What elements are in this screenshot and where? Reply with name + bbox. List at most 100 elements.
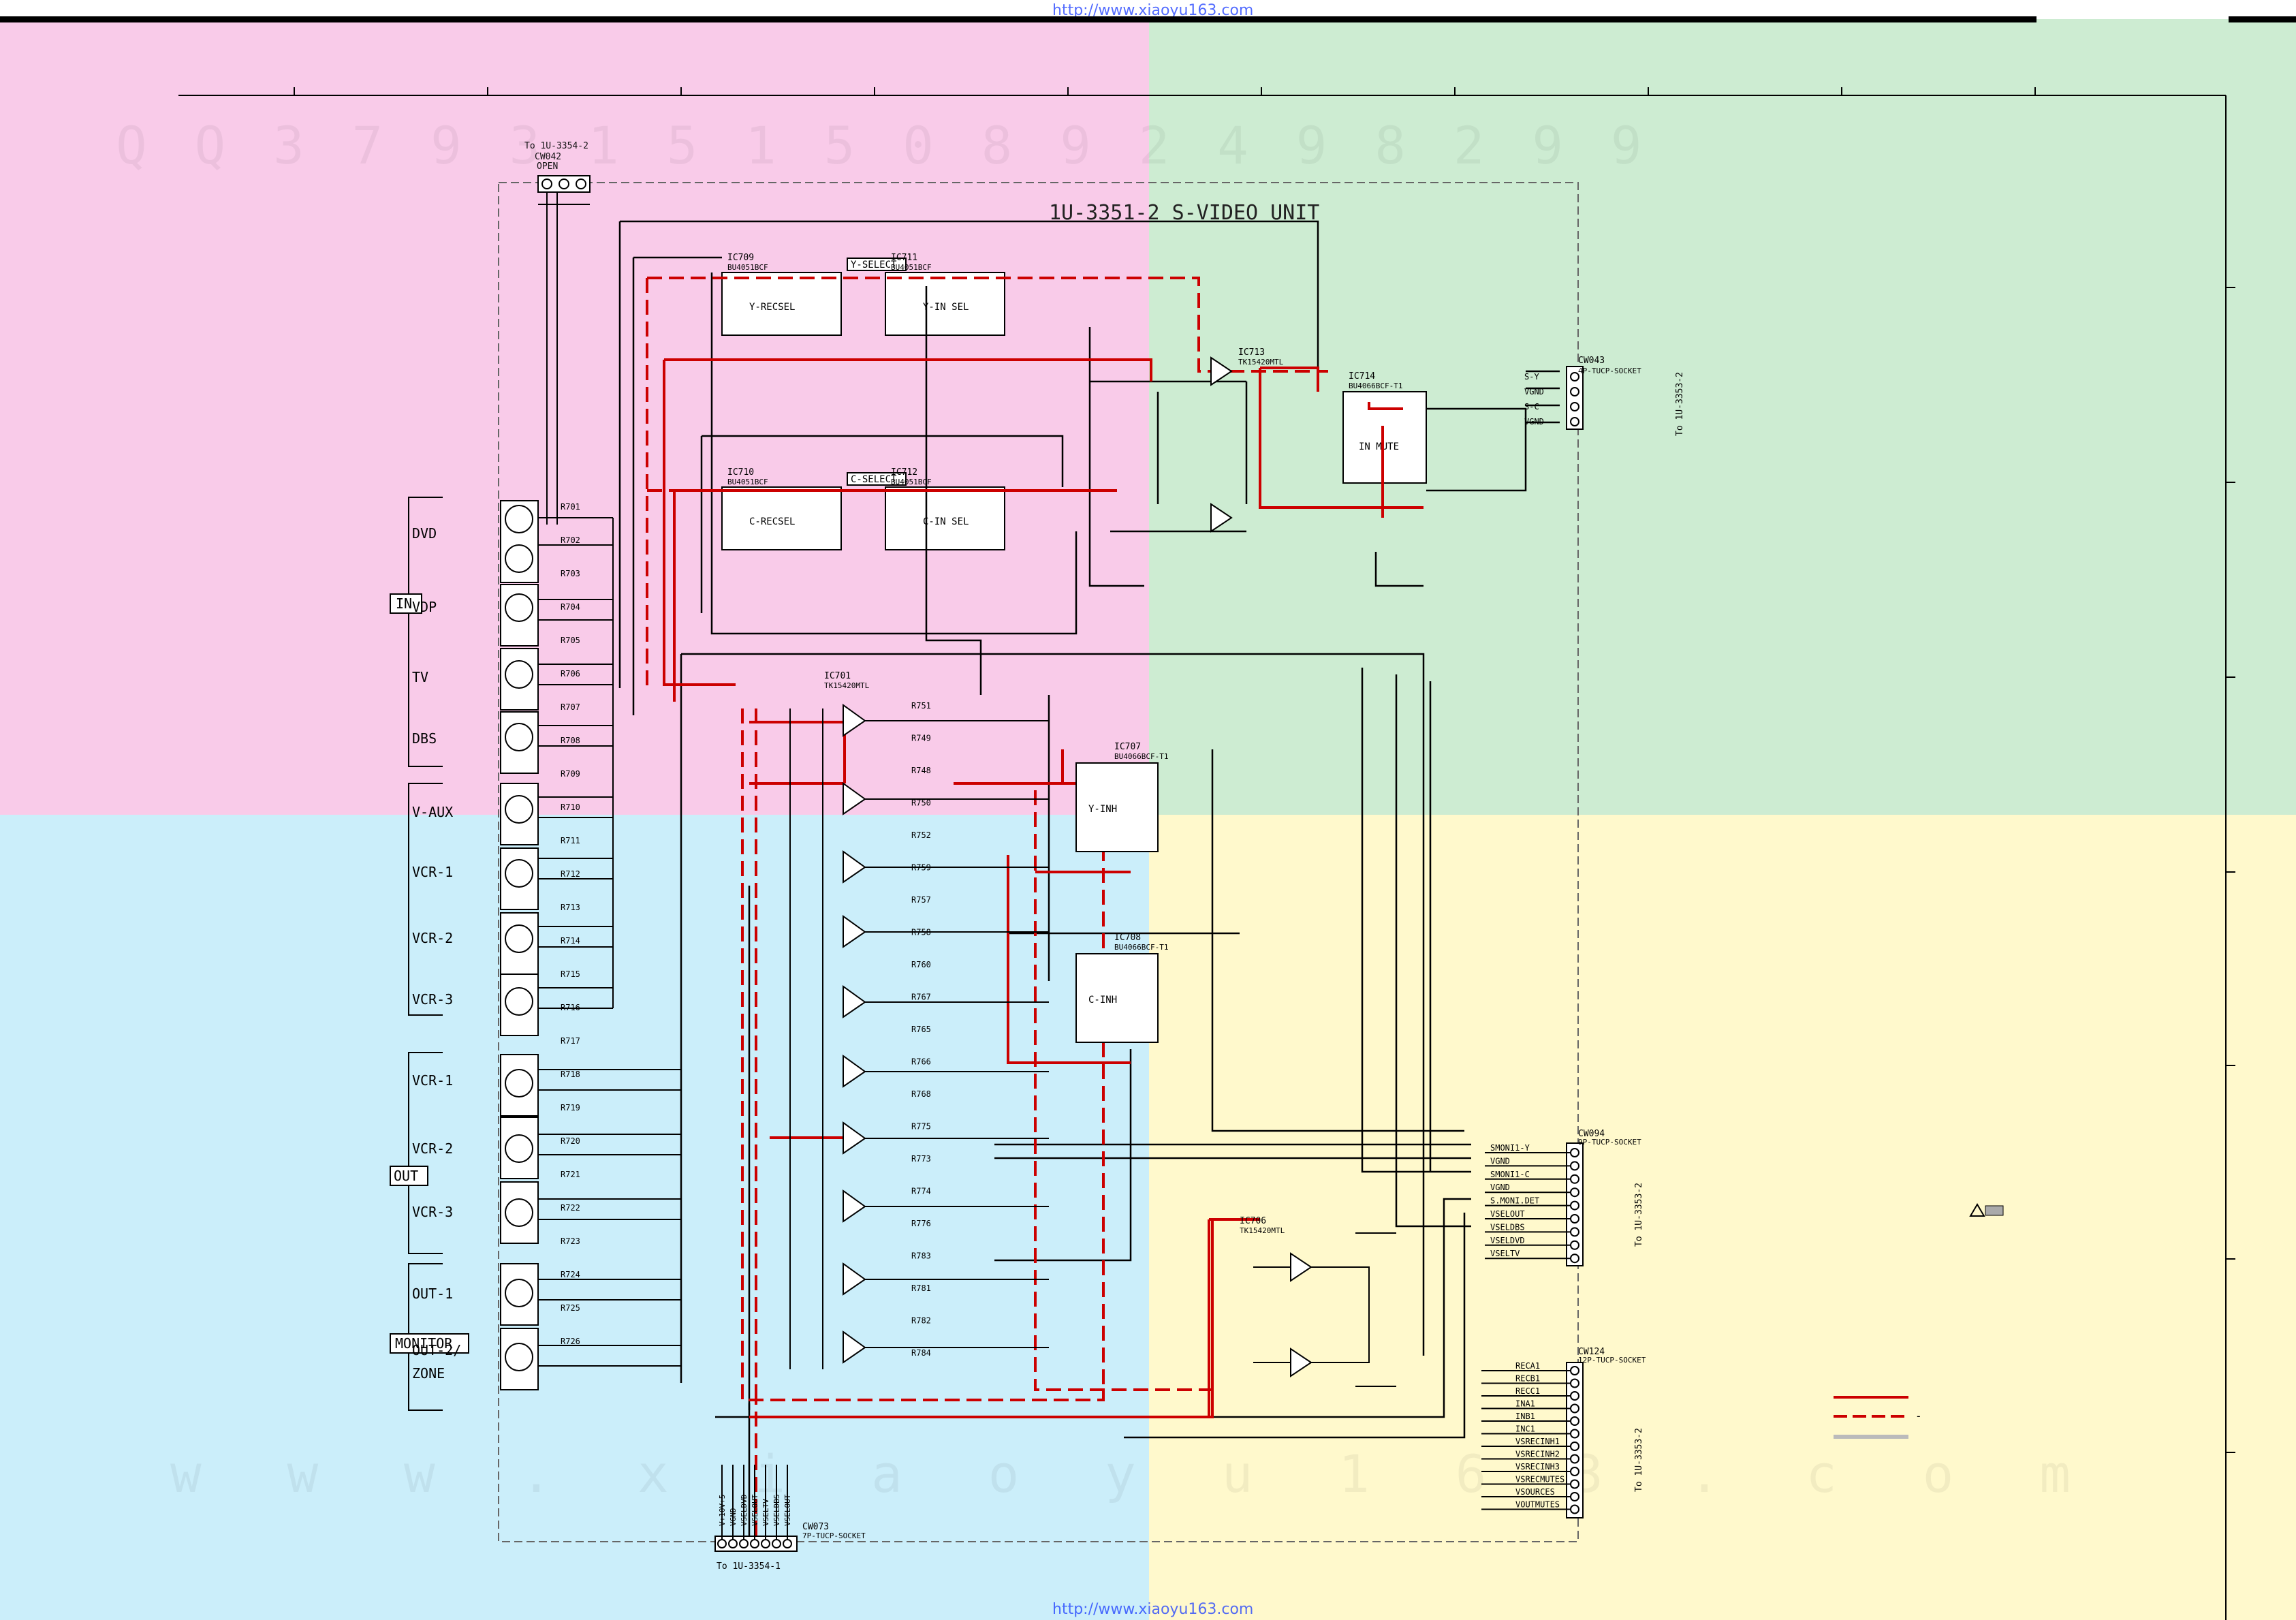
- resistor-labels-left: R701R702R703R704R705R706R707R708R709R710…: [561, 502, 580, 1346]
- cw094-connector: CW094 9P-TUCP-SOCKET To 1U-3353-2: [1566, 1129, 1644, 1266]
- cw124-pin-label: VSRECINH3: [1515, 1462, 1560, 1471]
- opamps: [843, 356, 1312, 1377]
- top-rule-right: [2229, 16, 2296, 22]
- cw124-pin-label: VSRECMUTES: [1515, 1475, 1564, 1484]
- svg-text:Y-INH: Y-INH: [1088, 804, 1117, 815]
- jack-label-3: DBS: [412, 730, 437, 747]
- out-label: OUT: [394, 1168, 418, 1184]
- quadrant-green: [1149, 19, 2296, 815]
- cw124-pin-label: VSRECINH1: [1515, 1437, 1560, 1446]
- resistor-label: R717: [561, 1036, 580, 1046]
- resistor-label: R701: [561, 502, 580, 512]
- resistor-label: R714: [561, 936, 580, 946]
- jack-label-5: VCR-1: [412, 864, 453, 880]
- ic-part: BU4066BCF-T1: [1114, 943, 1168, 952]
- resistor-label: R766: [911, 1057, 931, 1067]
- monitor-label: MONITOR: [395, 1335, 453, 1352]
- out-box: [390, 1166, 428, 1186]
- resistor-label: R776: [911, 1219, 931, 1228]
- wires-red-dashed: [646, 277, 1328, 1536]
- ic-part: TK15420MTL: [824, 681, 870, 690]
- svg-text:C-IN SEL: C-IN SEL: [923, 516, 969, 527]
- cw094-pin-label: VSELOUT: [1490, 1209, 1525, 1219]
- jack-label-1: VDP: [412, 599, 437, 615]
- selector-boxes: Y-SELECT C-SELECT: [847, 258, 907, 486]
- watermark-top[interactable]: http://www.xiaoyu163.com: [1052, 2, 1254, 19]
- jack-label-10: VCR-3: [412, 1204, 453, 1220]
- ic-name: IC713: [1238, 347, 1265, 358]
- resistor-label: R726: [561, 1337, 580, 1346]
- resistor-label: R722: [561, 1203, 580, 1213]
- ic-name: IC709: [727, 253, 754, 263]
- cw042-note: OPEN: [537, 161, 558, 172]
- jack-label-8: VCR-1: [412, 1072, 453, 1089]
- unit-border: [498, 182, 1579, 1542]
- cw094-pin-label: VSELDBS: [1490, 1222, 1525, 1232]
- resistor-label: R757: [911, 895, 931, 905]
- resistor-label: R709: [561, 769, 580, 779]
- resistor-label: R723: [561, 1236, 580, 1246]
- jack-wires: [538, 517, 681, 1367]
- cw043-pin-1: S-Y: [1524, 372, 1539, 381]
- cw094-pin-label: SMONI1-C: [1490, 1170, 1530, 1179]
- resistor-label: R774: [911, 1187, 931, 1196]
- cw124-pin-label: RECC1: [1515, 1386, 1540, 1396]
- ic-part: BU4051BCF: [727, 478, 768, 486]
- cw043-pin-2: VGND: [1524, 387, 1544, 396]
- legend: -: [1834, 1396, 1922, 1439]
- resistor-label: R715: [561, 969, 580, 979]
- watermark-bottom[interactable]: http://www.xiaoyu163.com: [1052, 1601, 1254, 1618]
- resistor-label: R724: [561, 1270, 580, 1279]
- jack-column: [500, 500, 539, 1390]
- resistor-label: R760: [911, 960, 931, 969]
- svg-text:Y-IN SEL: Y-IN SEL: [923, 302, 969, 313]
- ic-name-labels: IC709BU4051BCFIC711BU4051BCFIC710BU4051B…: [727, 253, 1402, 1235]
- resistor-label: R718: [561, 1070, 580, 1079]
- svg-text:C-INH: C-INH: [1088, 995, 1117, 1006]
- ic706-red: [1208, 1218, 1253, 1417]
- cw124-pin-label: INA1: [1515, 1399, 1535, 1409]
- resistor-label: R702: [561, 535, 580, 545]
- jack-label-9: VCR-2: [412, 1140, 453, 1157]
- cw073-type: 7P-TUCP-SOCKET: [802, 1531, 866, 1540]
- cw043-name: CW043: [1578, 356, 1605, 366]
- cw094-pin-label: VGND: [1490, 1183, 1510, 1192]
- caution-mark: [1969, 1203, 2004, 1217]
- jack-label-4: V-AUX: [412, 804, 453, 820]
- ic-name: IC708: [1114, 933, 1141, 943]
- resistor-label: R716: [561, 1003, 580, 1012]
- cw043-type: 4P-TUCP-SOCKET: [1578, 367, 1641, 375]
- quadrant-pink: [0, 19, 1149, 815]
- cw042-to: To 1U-3354-2: [524, 141, 588, 151]
- group-brackets: [408, 497, 443, 1411]
- jack-labels: DVDVDPTVDBSV-AUXVCR-1VCR-2VCR-3VCR-1VCR-…: [412, 525, 461, 1382]
- resistor-label: R773: [911, 1154, 931, 1164]
- ic706-black: [1253, 1232, 1396, 1387]
- resistor-label: R708: [561, 736, 580, 745]
- resistor-label: R711: [561, 836, 580, 845]
- resistor-label: R725: [561, 1303, 580, 1313]
- ic-part: BU4066BCF-T1: [1114, 752, 1168, 761]
- cw124-pin-label: VSRECINH2: [1515, 1450, 1560, 1459]
- ghost-watermark-bottom: w w w . x i a o y u 1 6 3 . c o m: [170, 1444, 2098, 1504]
- c-select-label: C-SELECT: [851, 474, 897, 485]
- cw042-name: CW042: [535, 152, 561, 162]
- cw124-pin-label: RECB1: [1515, 1374, 1540, 1384]
- ic-part: BU4051BCF: [891, 478, 932, 486]
- cw073-pin-label: VSELDBS: [772, 1495, 781, 1526]
- resistor-label: R758: [911, 928, 931, 937]
- y-select-label: Y-SELECT: [851, 260, 897, 270]
- cw042-connector: To 1U-3354-2 CW042 OPEN: [524, 141, 591, 525]
- resistor-label: R751: [911, 701, 931, 711]
- ic709-block: [721, 272, 1427, 550]
- quadrant-yellow: [1149, 815, 2296, 1620]
- svg-text:IN MUTE: IN MUTE: [1359, 441, 1399, 452]
- resistor-label: R748: [911, 766, 931, 775]
- cw094-pin-label: VGND: [1490, 1156, 1510, 1166]
- resistor-label: R784: [911, 1348, 931, 1358]
- resistor-label: R720: [561, 1136, 580, 1146]
- ghost-watermark-top: Q Q 3 7 9 3 1 5 1 5 0 8 9 2 4 9 8 2 9 9: [116, 115, 1650, 176]
